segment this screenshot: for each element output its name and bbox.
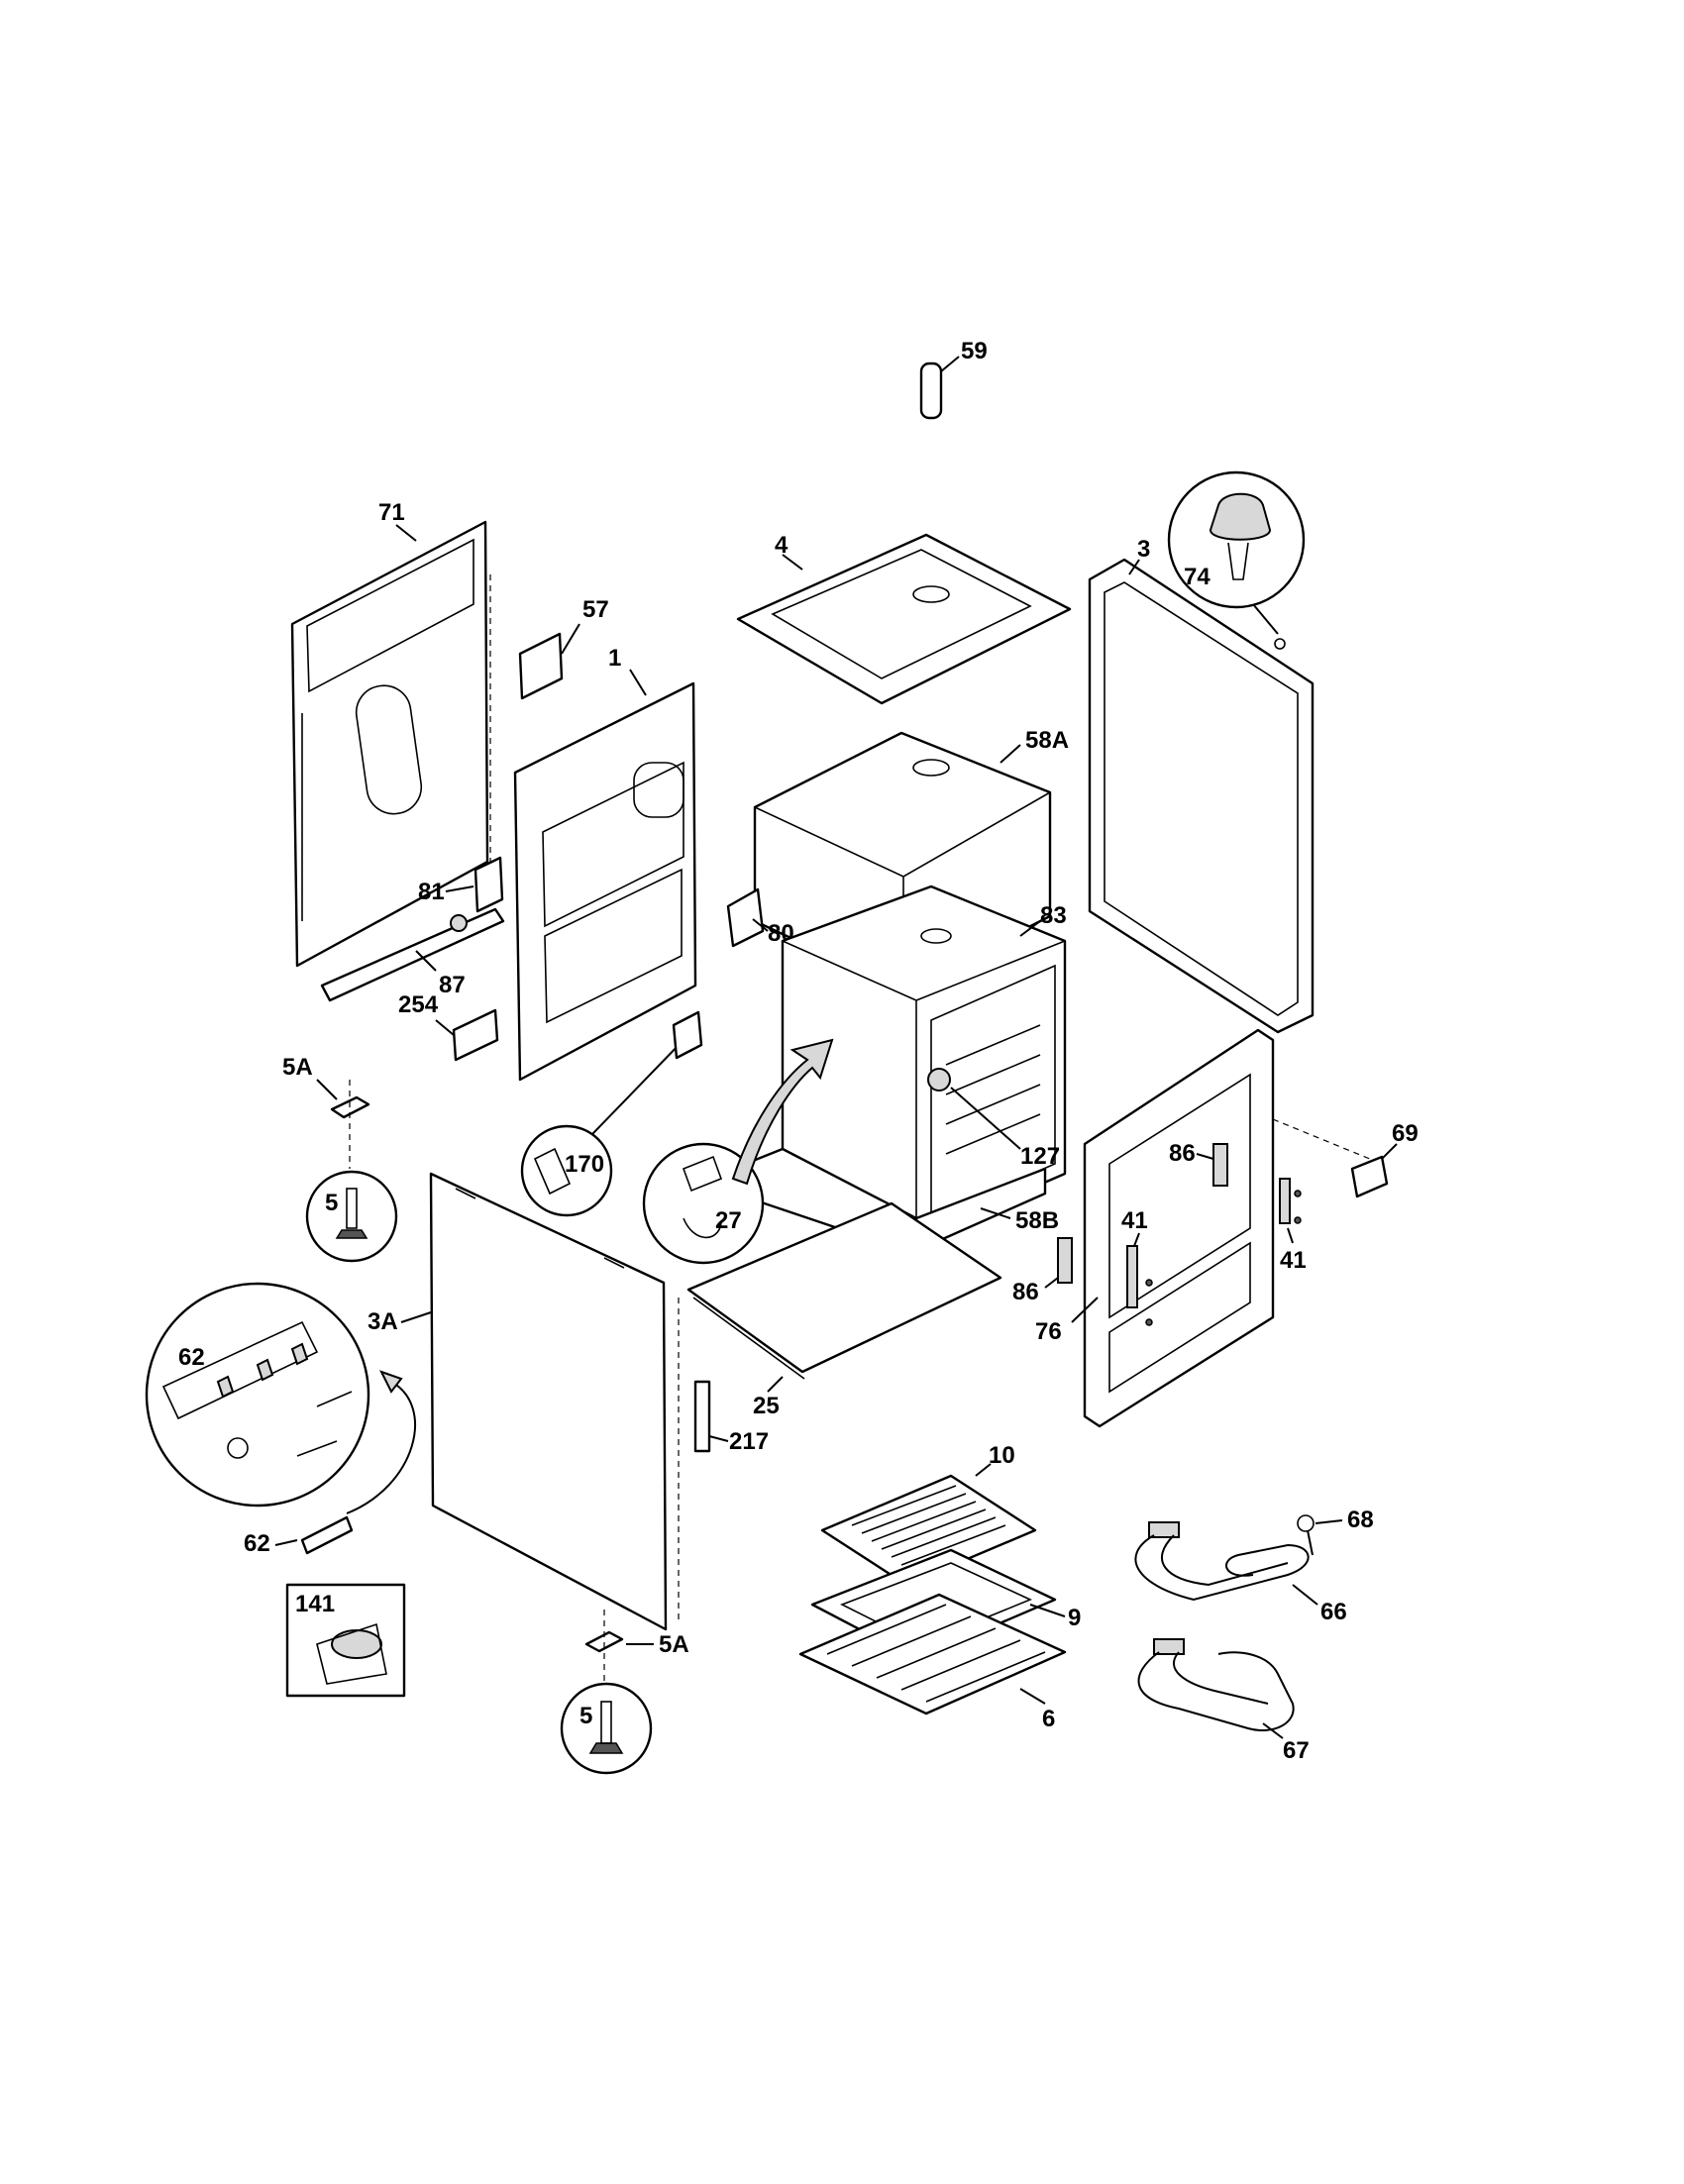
part-68-hook: 68 xyxy=(1297,1507,1374,1556)
part-6-oven-rack: 6 xyxy=(798,1593,1067,1732)
part-front-frame xyxy=(1083,1028,1383,1428)
part-41-right: 41 xyxy=(1279,1178,1307,1274)
part-59-pin: 59 xyxy=(919,338,988,420)
callout-5a-left: 5A xyxy=(282,1054,313,1081)
callout-57: 57 xyxy=(582,596,609,623)
callout-62: 62 xyxy=(244,1530,270,1557)
part-74-knob-detail: 74 xyxy=(1167,470,1306,650)
callout-74: 74 xyxy=(1184,564,1210,590)
callout-170: 170 xyxy=(565,1151,604,1178)
callout-10: 10 xyxy=(989,1442,1015,1469)
callout-4: 4 xyxy=(775,532,789,559)
callout-141: 141 xyxy=(295,1591,335,1617)
part-1-side-panel: 1 xyxy=(513,645,697,1082)
part-3a-side-panel: 3A xyxy=(368,1172,680,1631)
callout-27: 27 xyxy=(715,1207,742,1234)
part-67-bake-element: 67 xyxy=(1137,1638,1310,1764)
part-25-bottom-plate: 25 xyxy=(686,1201,1002,1419)
callout-25: 25 xyxy=(753,1393,780,1419)
callout-6: 6 xyxy=(1042,1706,1055,1732)
callout-87: 87 xyxy=(439,972,466,998)
callout-217: 217 xyxy=(729,1428,769,1455)
callout-81: 81 xyxy=(418,879,445,905)
part-62-terminal-block-detail: 62 xyxy=(145,1282,416,1514)
callout-58a: 58A xyxy=(1025,727,1069,754)
callout-1: 1 xyxy=(608,645,621,672)
part-4-top-frame: 4 xyxy=(736,532,1072,705)
callout-5a-bottom: 5A xyxy=(659,1631,689,1658)
callout-127: 127 xyxy=(1020,1143,1060,1170)
part-41-middle: 41 xyxy=(1121,1207,1153,1326)
callout-41-bottom: 41 xyxy=(1280,1247,1307,1274)
part-217-strip: 217 xyxy=(693,1380,769,1455)
part-87-rail: 87 xyxy=(320,907,505,1002)
callout-5-left: 5 xyxy=(325,1190,338,1216)
callout-3: 3 xyxy=(1137,536,1150,563)
part-5-leveling-leg-left: 5 xyxy=(305,1170,398,1263)
part-66-broil-element: 66 xyxy=(1134,1521,1347,1625)
callout-3a: 3A xyxy=(368,1308,398,1335)
callout-71: 71 xyxy=(378,499,405,526)
callout-86-bottom: 86 xyxy=(1012,1279,1039,1305)
part-62-terminal-block: 62 xyxy=(244,1515,354,1557)
callout-67: 67 xyxy=(1283,1737,1310,1764)
part-57-bracket: 57 xyxy=(518,596,609,700)
callout-254: 254 xyxy=(398,991,439,1018)
part-27-detail: 27 xyxy=(642,1038,834,1265)
part-81-bracket: 81 xyxy=(418,856,504,913)
part-3-door-frame: 3 xyxy=(1088,536,1315,1034)
part-127-sensor: 127 xyxy=(927,1068,1060,1170)
part-5a-leveler-plate-left: 5A xyxy=(282,1054,370,1169)
part-76-bracket: 76 xyxy=(1035,1297,1099,1345)
part-5a-leveler-plate-bottom: 5A xyxy=(584,1610,689,1684)
callout-86-top: 86 xyxy=(1169,1140,1196,1167)
part-254-bracket: 254 xyxy=(398,991,499,1062)
part-58b-insulation: 58B xyxy=(731,1147,1059,1255)
callout-66: 66 xyxy=(1320,1599,1347,1625)
callout-41-top: 41 xyxy=(1121,1207,1148,1234)
part-170-detail: 170 xyxy=(520,1010,703,1217)
callout-58b: 58B xyxy=(1015,1207,1059,1234)
part-86-hinge-bottom: 86 xyxy=(1012,1237,1073,1305)
callout-59: 59 xyxy=(961,338,988,364)
callout-62-detail: 62 xyxy=(178,1344,205,1371)
part-71-rear-panel: 71 xyxy=(290,499,491,968)
callout-76: 76 xyxy=(1035,1318,1062,1345)
callout-69: 69 xyxy=(1392,1120,1419,1147)
part-10-broiler-grid: 10 xyxy=(820,1442,1037,1587)
callout-5-bottom: 5 xyxy=(579,1703,592,1729)
part-5-leveling-leg-bottom: 5 xyxy=(560,1682,653,1775)
callout-68: 68 xyxy=(1347,1507,1374,1533)
part-69-cover: 69 xyxy=(1350,1120,1419,1198)
callout-83: 83 xyxy=(1040,902,1067,929)
callout-9: 9 xyxy=(1068,1605,1081,1631)
part-86-hinge-top: 86 xyxy=(1169,1140,1228,1187)
part-141-thermostat-box: 141 xyxy=(285,1583,406,1698)
part-80-bracket: 80 xyxy=(726,887,794,948)
